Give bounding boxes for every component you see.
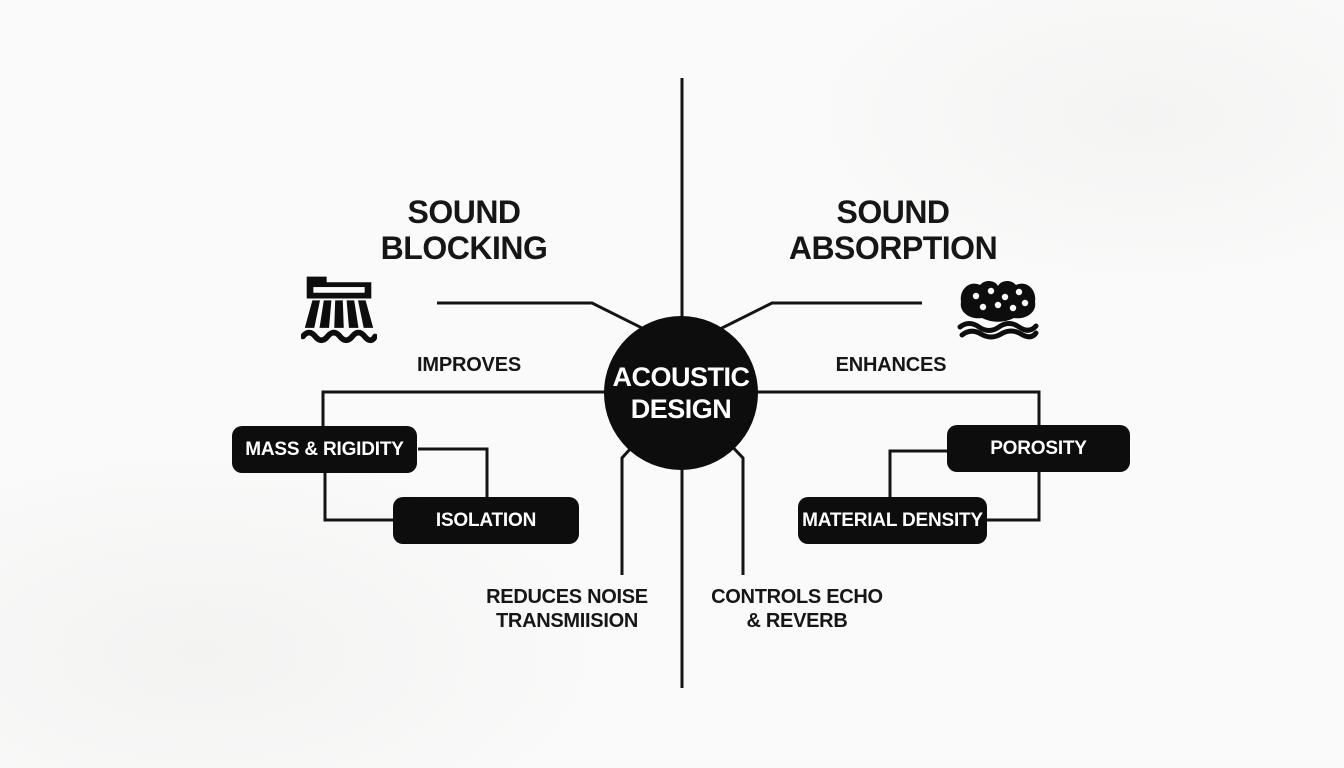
- heading-sound-absorption: SOUND ABSORPTION: [743, 194, 1043, 266]
- heading-line: SOUND: [407, 194, 521, 230]
- outcome-reduces-noise-transmission: REDUCES NOISE TRANSMIISION: [457, 586, 677, 633]
- sponge-icon: [956, 276, 1040, 340]
- outcome-line: TRANSMIISION: [496, 609, 638, 632]
- heading-line: SOUND: [836, 194, 950, 230]
- central-node-line: ACOUSTIC: [612, 361, 751, 392]
- heading-line: ABSORPTION: [788, 230, 998, 267]
- central-node-line: DESIGN: [630, 394, 732, 424]
- central-node-acoustic-design: ACOUSTIC DESIGN: [604, 316, 758, 470]
- branch-left-mid: [321, 390, 660, 426]
- node-isolation: ISOLATION: [393, 497, 579, 544]
- branch-bottom-right: [722, 436, 745, 575]
- relation-label-enhances: ENHANCES: [835, 354, 947, 376]
- branch-bottom-left: [620, 436, 642, 575]
- outcome-line: CONTROLS ECHO: [711, 586, 883, 608]
- elbow-mass-isolation-bottom: [323, 473, 393, 522]
- heading-line: BLOCKING: [380, 230, 548, 267]
- elbow-mass-isolation-right: [418, 447, 489, 497]
- dam-barrier-icon: [301, 268, 377, 346]
- elbow-porosity-material-left: [888, 449, 947, 497]
- elbow-porosity-material-bottom: [987, 472, 1041, 522]
- outcome-controls-echo-reverb: CONTROLS ECHO & REVERB: [687, 586, 907, 633]
- branch-right-mid: [704, 390, 1041, 425]
- heading-sound-blocking: SOUND BLOCKING: [314, 194, 614, 266]
- node-mass-rigidity: MASS & RIGIDITY: [232, 426, 417, 473]
- node-porosity: POROSITY: [947, 425, 1130, 472]
- relation-label-improves: IMPROVES: [417, 354, 521, 376]
- outcome-line: REDUCES NOISE: [486, 586, 648, 608]
- outcome-line: & REVERB: [746, 609, 848, 632]
- node-material-density: MATERIAL DENSITY: [798, 497, 987, 544]
